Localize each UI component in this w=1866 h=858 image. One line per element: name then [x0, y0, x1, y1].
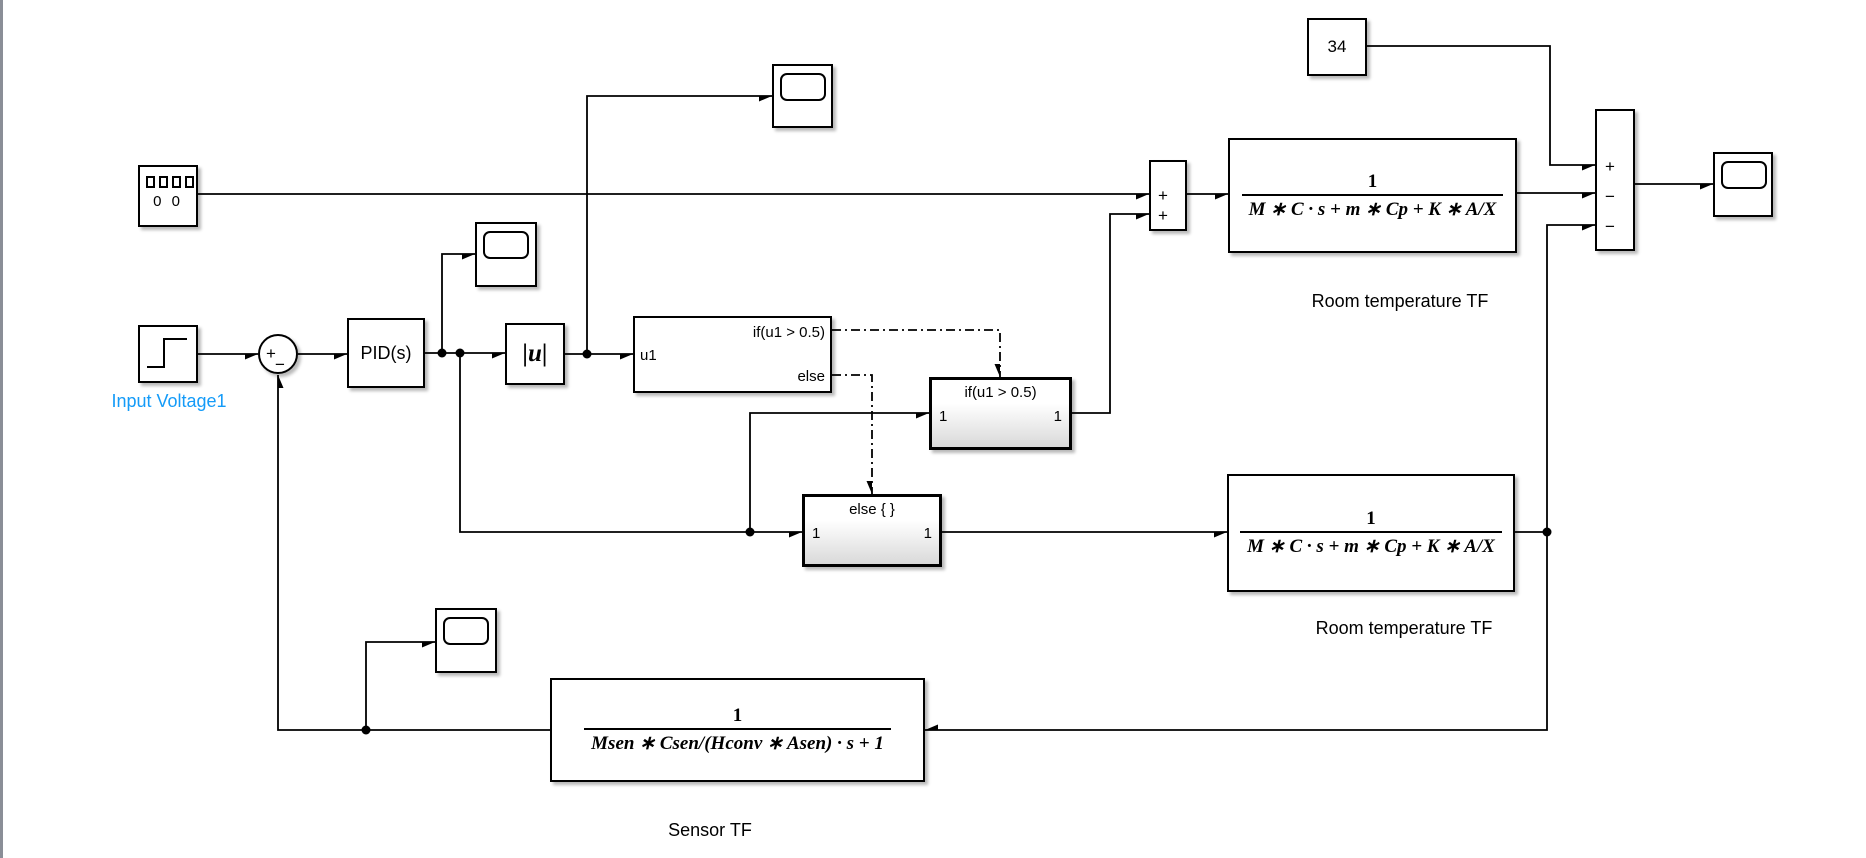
constant-value: 34 — [1327, 37, 1347, 56]
room-tf2-caption[interactable]: Room temperature TF — [1315, 618, 1493, 638]
wire-constant-to-sum-out[interactable] — [1367, 45, 1595, 165]
if-output-port-label: if(u1 > 0.5) — [752, 324, 825, 341]
sum-minus-sign: − — [275, 355, 285, 374]
wire-if-action-to-sum-plus[interactable] — [1072, 213, 1149, 414]
transfer-function: 1 M ∗ C · s + m ∗ Cp + K ∗ A/X — [1240, 508, 1502, 558]
sum-sign: − — [1605, 217, 1615, 236]
wire-pid-branch-to-else-action[interactable] — [459, 353, 802, 532]
sum-output-block[interactable]: + − − — [1595, 109, 1635, 251]
wire-feedback-branch-to-scope3[interactable] — [365, 641, 435, 730]
sum-plus-block[interactable]: + + — [1149, 160, 1187, 231]
scope-feedback-block[interactable] — [435, 608, 497, 673]
sum-sign: + — [1158, 186, 1168, 205]
tf-denominator: M ∗ C · s + m ∗ Cp + K ∗ A/X — [1240, 531, 1502, 558]
pid-label: PID(s) — [360, 342, 412, 363]
junction-dot — [1542, 527, 1552, 537]
if-action-inport: 1 — [939, 408, 948, 425]
transfer-function: 1 M ∗ C · s + m ∗ Cp + K ∗ A/X — [1241, 170, 1504, 221]
wire-else-port-to-else-action[interactable] — [832, 374, 873, 494]
else-action-subsystem-block[interactable]: else { } 1 1 — [802, 494, 942, 567]
tf-denominator: Msen ∗ Csen/(Hconv ∗ Asen) · s + 1 — [584, 728, 891, 755]
abs-block[interactable]: |u| — [505, 323, 565, 385]
sensor-tf-caption[interactable]: Sensor TF — [668, 820, 752, 840]
tf-numerator: 1 — [1366, 508, 1376, 529]
step-block-name[interactable]: Input Voltage1 — [111, 391, 227, 411]
if-action-subsystem-block[interactable]: if(u1 > 0.5) 1 1 — [929, 377, 1072, 450]
room-tf1-caption[interactable]: Room temperature TF — [1311, 291, 1489, 311]
else-output-port-label: else — [797, 368, 825, 385]
scope-screen-icon — [1721, 161, 1767, 189]
wire-sensor-tf-to-sum-feedback[interactable] — [277, 375, 550, 731]
pid-controller-block[interactable]: PID(s) — [347, 318, 425, 388]
wire-pid-branch-to-scope2[interactable] — [441, 253, 475, 353]
else-action-inport: 1 — [812, 525, 821, 542]
step-icon — [147, 338, 187, 368]
step-block[interactable] — [138, 325, 198, 383]
room-tf2-block[interactable]: 1 M ∗ C · s + m ∗ Cp + K ∗ A/X — [1227, 474, 1515, 592]
transfer-function: 1 Msen ∗ Csen/(Hconv ∗ Asen) · s + 1 — [584, 705, 891, 755]
constant-block[interactable]: 34 — [1307, 18, 1367, 76]
junction-dot — [455, 348, 465, 358]
if-action-title: if(u1 > 0.5) — [964, 384, 1037, 401]
else-action-title: else { } — [849, 501, 895, 518]
tf-numerator: 1 — [732, 705, 743, 726]
signal-generator-display: 0 0 — [153, 193, 183, 210]
sensor-tf-block[interactable]: 1 Msen ∗ Csen/(Hconv ∗ Asen) · s + 1 — [550, 678, 925, 782]
scope-output-block[interactable] — [1713, 152, 1773, 217]
scope-screen-icon — [483, 231, 529, 259]
sum-sign: + — [1605, 157, 1615, 176]
scope-top-block[interactable] — [772, 64, 833, 128]
scope-screen-icon — [443, 617, 489, 645]
if-input-port-label: u1 — [640, 347, 657, 364]
wire-tf2-branch-to-sum-out[interactable] — [1546, 224, 1595, 532]
room-tf1-block[interactable]: 1 M ∗ C · s + m ∗ Cp + K ∗ A/X — [1228, 138, 1517, 253]
wire-abs-branch-to-scope1[interactable] — [586, 95, 772, 354]
sum-sign: + — [1158, 206, 1168, 225]
if-action-outport: 1 — [1053, 408, 1062, 425]
signal-generator-block[interactable]: 0 0 — [138, 165, 198, 227]
tf-denominator: M ∗ C · s + m ∗ Cp + K ∗ A/X — [1241, 193, 1504, 221]
tf-numerator: 1 — [1367, 170, 1378, 192]
wire-if-port-to-if-action[interactable] — [832, 329, 1001, 377]
junction-dot — [361, 725, 371, 735]
junction-dot — [437, 348, 447, 358]
scope-screen-icon — [780, 73, 826, 101]
wire-junction-to-sensor-tf[interactable] — [925, 532, 1548, 731]
signal-generator-icon — [146, 176, 194, 188]
else-action-outport: 1 — [923, 525, 932, 542]
window-left-edge — [0, 0, 3, 858]
junction-dot — [745, 527, 755, 537]
if-block[interactable]: u1 if(u1 > 0.5) else — [633, 316, 832, 393]
wire-branch-to-if-action[interactable] — [749, 412, 929, 532]
sum-plus-sign: + — [266, 344, 276, 363]
junction-dot — [582, 349, 592, 359]
sum-sign: − — [1605, 187, 1615, 206]
abs-label: |u| — [522, 340, 548, 367]
scope-pid-block[interactable] — [475, 222, 537, 287]
sum-feedback-block[interactable]: + − — [258, 334, 298, 374]
